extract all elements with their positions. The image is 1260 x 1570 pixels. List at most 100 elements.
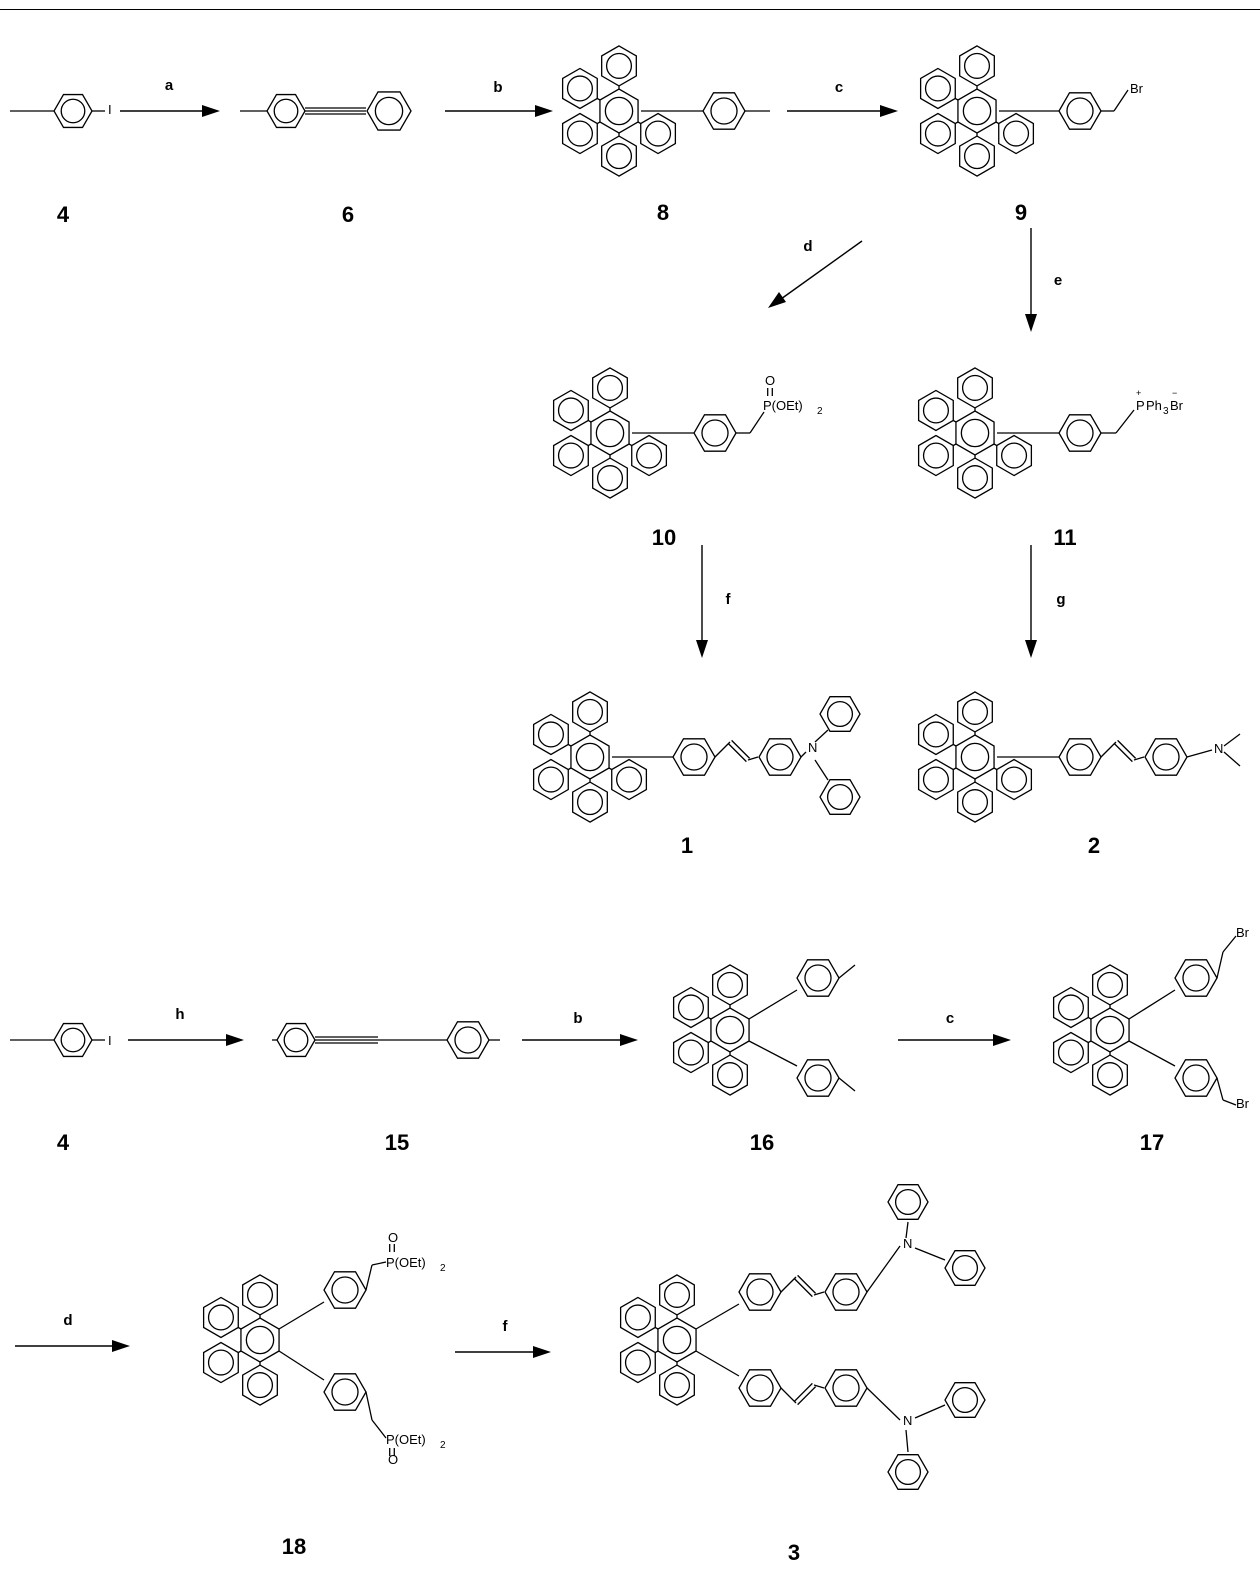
step-label-b2: b bbox=[573, 1010, 582, 1027]
phenyl-ring bbox=[917, 713, 954, 756]
nitrogen-label-1: N bbox=[808, 740, 817, 755]
central-benzene-ring bbox=[657, 1317, 697, 1363]
step-label-d2: d bbox=[63, 1312, 72, 1329]
phenyl-ring bbox=[1052, 986, 1089, 1029]
phenyl-ring bbox=[552, 389, 589, 432]
bond bbox=[1216, 1077, 1224, 1101]
iodine-label-4: I bbox=[108, 102, 112, 117]
vinyl-double-bond bbox=[793, 1382, 813, 1402]
compound-number-8: 8 bbox=[657, 200, 669, 225]
phenyl-ring bbox=[712, 1054, 748, 1096]
phosphonate-label-18-top: P(OEt) bbox=[386, 1255, 426, 1270]
nitrogen-label-3-top: N bbox=[903, 1236, 912, 1251]
phenyl-ring bbox=[998, 112, 1035, 155]
phenyl-ring bbox=[202, 1296, 239, 1339]
reaction-arrow-c bbox=[787, 105, 898, 117]
benzyl-ring-11 bbox=[1058, 414, 1102, 452]
reaction-arrows bbox=[15, 105, 1037, 1358]
aryl-ring-3a bbox=[738, 1273, 782, 1311]
vinyl-bond bbox=[780, 1276, 797, 1293]
bond bbox=[278, 1301, 325, 1330]
benzene-ring-4b bbox=[53, 1022, 93, 1058]
n-ph-bond bbox=[905, 1429, 909, 1453]
n-phenyl-ring-3a1 bbox=[887, 1184, 929, 1220]
step-label-a: a bbox=[165, 77, 174, 94]
benzene-ring-4 bbox=[53, 93, 93, 129]
vinyl-double-bond bbox=[731, 739, 751, 759]
central-benzene-ring bbox=[1090, 1007, 1130, 1053]
central-benzene-ring bbox=[590, 410, 630, 456]
phenyl-ring bbox=[561, 67, 598, 110]
phenyl-ring bbox=[659, 1274, 695, 1316]
phenyl-ring bbox=[202, 1341, 239, 1384]
phenyl-ring bbox=[532, 713, 569, 756]
phenyl-ring bbox=[532, 758, 569, 801]
bond bbox=[748, 989, 798, 1020]
vinyl-double-bond bbox=[793, 1278, 813, 1298]
compound-number-16: 16 bbox=[750, 1130, 774, 1155]
benzyl-ring-17b bbox=[1174, 1059, 1218, 1097]
aniline-ring-3b bbox=[824, 1369, 868, 1407]
tolyl-ring-6 bbox=[266, 93, 306, 129]
aryl-ring-3b bbox=[738, 1369, 782, 1407]
bond bbox=[748, 1040, 798, 1067]
benzyl-ring-18b bbox=[323, 1373, 367, 1411]
phosphonium-plus-11: + bbox=[1136, 388, 1141, 398]
central-benzene-ring bbox=[710, 1007, 750, 1053]
n-ph-bond bbox=[905, 1221, 909, 1239]
compound-number-3: 3 bbox=[788, 1540, 800, 1565]
ch2-p-bond bbox=[749, 411, 765, 434]
vinyl-double-bond bbox=[1117, 739, 1137, 759]
phenyl-ring bbox=[672, 986, 709, 1029]
n-phenyl-ring-1b bbox=[819, 779, 861, 815]
phenyl-ring bbox=[601, 45, 637, 87]
aniline-ring-1 bbox=[758, 738, 802, 776]
aryl-ring-2 bbox=[1058, 738, 1102, 776]
bromine-label-9: Br bbox=[1130, 81, 1144, 96]
methyl-bond bbox=[838, 964, 856, 979]
vinyl-bond bbox=[747, 756, 759, 761]
bromide-label-11: Br bbox=[1170, 398, 1184, 413]
nitrogen-label-2: N bbox=[1214, 741, 1223, 756]
compound-number-11: 11 bbox=[1053, 525, 1076, 550]
vinyl-bond bbox=[780, 1387, 797, 1404]
phosphonate-label-10: P(OEt) bbox=[763, 398, 803, 413]
compound-number-4: 4 bbox=[57, 202, 70, 227]
tolyl-ring-16b bbox=[796, 1059, 840, 1097]
benzyl-ring-10 bbox=[693, 414, 737, 452]
compound-number-6: 6 bbox=[342, 202, 354, 227]
phenyl-ring bbox=[957, 457, 993, 499]
top-rule bbox=[0, 9, 1260, 10]
phenyl-ring bbox=[640, 112, 677, 155]
tolyl-ring-8 bbox=[702, 92, 746, 130]
reaction-arrow-g bbox=[1025, 545, 1037, 658]
bond bbox=[695, 1350, 740, 1377]
reaction-arrow-b2 bbox=[522, 1034, 638, 1046]
step-label-f: f bbox=[726, 591, 732, 608]
phenyl-ring bbox=[957, 367, 993, 409]
step-label-h: h bbox=[175, 1006, 184, 1023]
benzyl-ring-17a bbox=[1174, 959, 1218, 997]
reaction-arrow-f bbox=[696, 545, 708, 658]
aniline-ring-3a bbox=[824, 1273, 868, 1311]
central-benzene-ring bbox=[955, 734, 995, 780]
atom-labels: I I Br Br Br O P(OEt) 2 P + Ph 3 Br − N … bbox=[108, 81, 1250, 1467]
compound-number-17: 17 bbox=[1140, 1130, 1164, 1155]
phenyl-ring bbox=[611, 758, 648, 801]
compound-number-1: 1 bbox=[681, 833, 693, 858]
step-label-e: e bbox=[1054, 272, 1062, 289]
n-ph-bond bbox=[814, 759, 829, 781]
phenyl-ring bbox=[917, 434, 954, 477]
c-n-bond bbox=[866, 1245, 901, 1293]
compound-number-9: 9 bbox=[1015, 200, 1027, 225]
central-benzene-ring bbox=[599, 88, 639, 134]
phenyl-ring bbox=[619, 1341, 656, 1384]
phenyl-ring-6 bbox=[366, 91, 412, 131]
n-phenyl-ring-3b2 bbox=[887, 1454, 929, 1490]
bromide-minus-11: − bbox=[1172, 388, 1177, 398]
phosphoryl-oxygen-18-bottom: O bbox=[388, 1452, 398, 1467]
phenyl-ring bbox=[917, 389, 954, 432]
compound-number-2: 2 bbox=[1088, 833, 1100, 858]
reaction-arrow-f2 bbox=[455, 1346, 551, 1358]
central-benzene-ring bbox=[240, 1317, 280, 1363]
